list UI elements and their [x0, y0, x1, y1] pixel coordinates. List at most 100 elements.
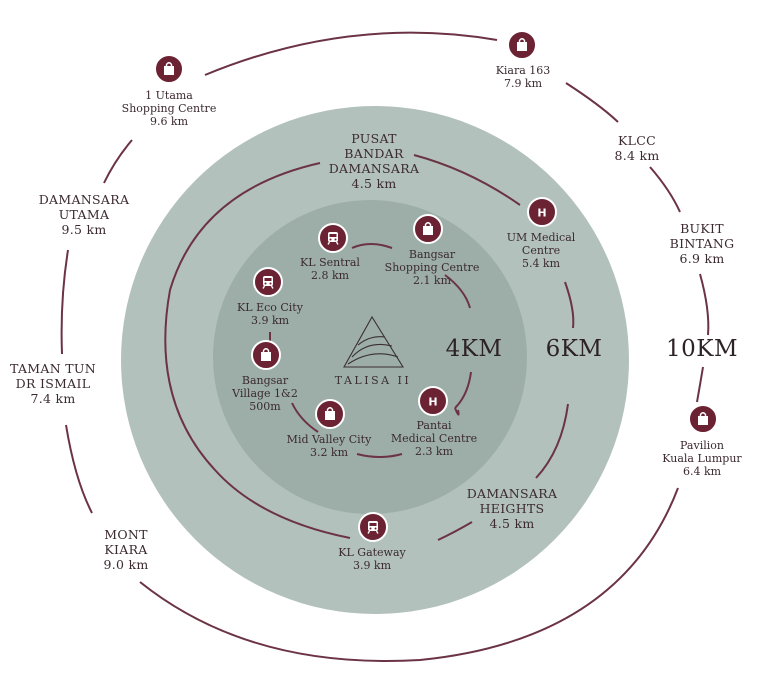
- place-distance: 500m: [249, 400, 281, 413]
- place-name-line: Pavilion: [680, 439, 724, 452]
- ring-label-6km: 6KM: [545, 336, 603, 362]
- place-distance: 9.5 km: [61, 222, 107, 237]
- place-name-line: KL Eco City: [237, 301, 303, 314]
- shopping-bag-pin-kiara-163[interactable]: [507, 30, 537, 60]
- place-name-line: DAMANSARA: [38, 192, 130, 207]
- place-name-line: Mid Valley City: [286, 433, 372, 446]
- place-name-line: BINTANG: [669, 236, 735, 251]
- ring-label-10km: 10KM: [666, 336, 738, 362]
- place-name-line: Bangsar: [408, 248, 456, 261]
- place-name-line: Shopping Centre: [121, 102, 217, 115]
- shopping-bag-pin-1-utama[interactable]: [154, 54, 184, 84]
- place-distance: 4.5 km: [489, 516, 535, 531]
- place-name-line: Kiara 163: [495, 64, 551, 77]
- place-name-line: Village 1&2: [232, 387, 298, 400]
- place-distance: 6.9 km: [679, 251, 725, 266]
- place-name-line: 1 Utama: [145, 89, 193, 102]
- place-name-line: Bangsar: [241, 374, 289, 387]
- ring-label-4km: 4KM: [445, 336, 503, 362]
- place-distance: 9.6 km: [149, 115, 189, 128]
- place-name-line: BUKIT: [680, 221, 724, 236]
- place-distance: 9.0 km: [103, 557, 149, 572]
- place-name-line: UTAMA: [58, 207, 110, 222]
- train-pin-kl-sentral[interactable]: [318, 223, 348, 253]
- hospital-pin-um-medical-centre[interactable]: H: [527, 197, 557, 227]
- shopping-bag-pin-bangsar-village[interactable]: [251, 340, 281, 370]
- place-name-line: KL Sentral: [300, 256, 360, 269]
- place-name-line: Medical Centre: [390, 432, 478, 445]
- place-name-line: DAMANSARA: [328, 161, 420, 176]
- train-icon: [367, 521, 379, 534]
- place-name-line: Pantai: [416, 419, 452, 432]
- place-name-line: Centre: [521, 244, 561, 257]
- shopping-bag-pin-pavilion-kuala-lumpur[interactable]: [688, 404, 718, 434]
- shopping-bag-icon: [325, 407, 335, 420]
- place-name-line: DAMANSARA: [466, 486, 558, 501]
- train-pin-kl-eco-city[interactable]: [253, 267, 283, 297]
- place-distance: 5.4 km: [521, 257, 561, 270]
- place-distance: 3.9 km: [250, 314, 290, 327]
- shopping-bag-icon: [698, 412, 708, 425]
- brand-name: TALISA II: [334, 374, 412, 387]
- place-name-line: MONT: [104, 527, 148, 542]
- place-name-line: BANDAR: [344, 146, 404, 161]
- place-distance: 7.4 km: [30, 391, 76, 406]
- place-distance: 4.5 km: [351, 176, 397, 191]
- shopping-bag-icon: [423, 222, 433, 235]
- place-distance: 6.4 km: [682, 465, 722, 478]
- place-name-line: Shopping Centre: [384, 261, 480, 274]
- place-distance: 3.2 km: [309, 446, 349, 459]
- svg-text:H: H: [537, 207, 546, 220]
- hospital-icon: H: [537, 207, 546, 220]
- svg-text:H: H: [428, 396, 437, 409]
- train-pin-kl-gateway[interactable]: [358, 512, 388, 542]
- place-distance: 3.9 km: [352, 559, 392, 572]
- ring-6km-path: [164, 154, 575, 541]
- place-distance: 2.3 km: [414, 445, 454, 458]
- ring-10km-path: [60, 31, 710, 663]
- place-distance: 2.8 km: [310, 269, 350, 282]
- ring-4km-path: [269, 243, 472, 458]
- mountain-logo-icon: [343, 315, 404, 368]
- shopping-bag-icon: [261, 348, 271, 361]
- shopping-bag-icon: [164, 62, 174, 75]
- place-name-line: KL Gateway: [338, 546, 406, 559]
- shopping-bag-icon: [517, 38, 527, 51]
- place-name-line: TAMAN TUN: [10, 361, 96, 376]
- place-name-line: DR ISMAIL: [15, 376, 91, 391]
- train-icon: [262, 276, 274, 289]
- shopping-bag-pin-mid-valley-city[interactable]: [315, 399, 345, 429]
- place-name-line: HEIGHTS: [479, 501, 545, 516]
- place-name-line: PUSAT: [351, 131, 397, 146]
- train-icon: [327, 232, 339, 245]
- place-name-line: Kuala Lumpur: [662, 452, 742, 465]
- place-name-line: KLCC: [618, 133, 656, 148]
- hospital-icon: H: [428, 396, 437, 409]
- place-distance: 7.9 km: [503, 77, 543, 90]
- place-distance: 8.4 km: [614, 148, 660, 163]
- hospital-pin-pantai-medical-centre[interactable]: H: [418, 386, 448, 416]
- place-name-line: UM Medical: [506, 231, 576, 244]
- place-distance: 2.1 km: [412, 274, 452, 287]
- shopping-bag-pin-bangsar-shopping-centre[interactable]: [413, 214, 443, 244]
